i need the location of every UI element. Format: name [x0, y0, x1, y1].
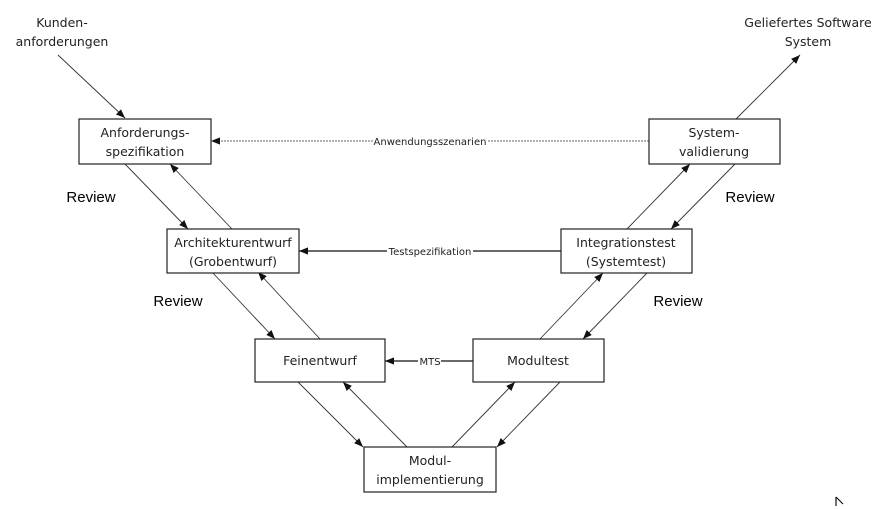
svg-text:(Systemtest): (Systemtest) [586, 254, 666, 269]
link-testspec-label: Testspezifikation [388, 247, 472, 258]
arrow-integration-to-moduletest [582, 272, 648, 340]
arrow-validation-to-delivery [735, 54, 801, 120]
box-detailed-design: Feinentwurf [254, 338, 386, 383]
svg-text:validierung: validierung [679, 144, 749, 159]
customer-requirements-label-2: anforderungen [16, 34, 109, 49]
arrow-detail-to-arch [257, 271, 321, 340]
svg-text:Feinentwurf: Feinentwurf [283, 353, 357, 368]
arrow-impl-to-moduletest [451, 381, 516, 448]
customer-requirements-label-1: Kunden- [36, 15, 87, 30]
box-requirements: Anforderungs- spezifikation [78, 118, 212, 165]
box-module-test: Modultest [472, 338, 605, 383]
review-label: Review [725, 189, 774, 206]
delivered-system-label-2: System [785, 34, 832, 49]
arrow-customer-to-requirements [57, 54, 126, 119]
box-architecture: Architekturentwurf (Grobentwurf) [166, 228, 300, 274]
box-implementation: Modul- implementierung [363, 446, 497, 493]
arrow-arch-to-req [169, 163, 233, 230]
arrow-validation-to-integration [670, 163, 736, 230]
box-integration-test: Integrationstest (Systemtest) [560, 228, 693, 274]
svg-text:Architekturentwurf: Architekturentwurf [174, 235, 292, 250]
svg-text:Anforderungs-: Anforderungs- [100, 125, 189, 140]
arrow-moduletest-to-integration [539, 272, 604, 340]
arrow-impl-to-detail [342, 381, 408, 448]
link-mts-label: MTS [419, 357, 440, 368]
review-label: Review [153, 293, 202, 310]
arrow-integration-to-validation [626, 163, 691, 230]
svg-text:Modultest: Modultest [507, 353, 569, 368]
arrow-arch-to-detail [211, 271, 276, 340]
link-scenarios-label: Anwendungsszenarien [374, 137, 487, 148]
svg-text:spezifikation: spezifikation [106, 144, 185, 159]
arrow-moduletest-to-impl [496, 381, 561, 448]
arrow-detail-to-impl [297, 381, 364, 448]
delivered-system-label-1: Geliefertes Software [744, 15, 872, 30]
box-validation: System- validierung [648, 118, 781, 165]
review-label: Review [653, 293, 702, 310]
mouse-cursor-icon [835, 496, 844, 506]
svg-text:System-: System- [688, 125, 739, 140]
svg-text:Modul-: Modul- [409, 453, 451, 468]
svg-text:Integrationstest: Integrationstest [576, 235, 675, 250]
arrow-req-to-arch [124, 163, 189, 230]
review-label: Review [66, 189, 115, 206]
svg-text:implementierung: implementierung [376, 472, 484, 487]
svg-text:(Grobentwurf): (Grobentwurf) [189, 254, 277, 269]
